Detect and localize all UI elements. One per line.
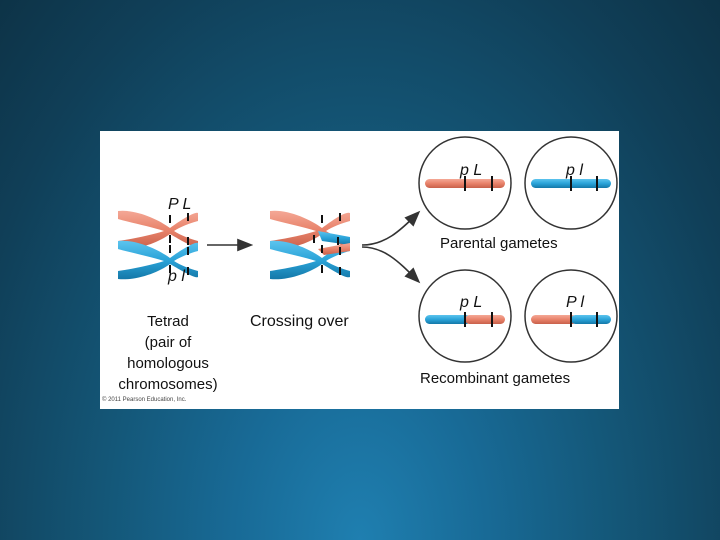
- tetrad-alleles-top: P L: [168, 196, 191, 213]
- parental-gamete-2-alleles: p l: [565, 162, 583, 179]
- recombinant-gamete-2-alleles: P l: [566, 294, 585, 311]
- crossing-over-label: Crossing over: [250, 313, 349, 330]
- tetrad-caption: Tetrad (pair of homologous chromosomes): [100, 311, 236, 395]
- red-chromatid-pair: [118, 210, 198, 250]
- tetrad-caption-line-3: homologous: [127, 355, 209, 372]
- tetrad-alleles-bottom: p l: [167, 268, 185, 285]
- tetrad-caption-line-4: chromosomes): [118, 376, 218, 393]
- arrow-to-recombinant: [361, 246, 421, 284]
- crossing-over-diagram: P L p l Crossing over: [118, 136, 618, 387]
- tetrad-gene-bands: [169, 213, 189, 275]
- blue-chromatid-pair: [118, 240, 198, 280]
- parental-gamete-1: p L: [418, 136, 512, 230]
- recombinant-gamete-1-alleles: p L: [459, 294, 482, 311]
- tetrad-caption-line-1: Tetrad: [147, 313, 189, 330]
- tetrad-caption-line-2: (pair of: [144, 334, 192, 351]
- parental-gamete-1-alleles: p L: [459, 162, 482, 179]
- parental-gametes-label: Parental gametes: [440, 235, 558, 252]
- copyright-credit: © 2011 Pearson Education, Inc.: [102, 397, 187, 403]
- recombinant-gametes-label: Recombinant gametes: [420, 370, 570, 387]
- diagram-panel: P L p l Crossing over: [100, 131, 619, 409]
- parental-gamete-2: p l: [524, 136, 618, 230]
- tetrad-figure: P L p l: [118, 196, 198, 285]
- arrow-to-parental: [361, 210, 421, 246]
- crossing-over-figure: [270, 210, 350, 280]
- recombinant-gamete-1: p L: [418, 269, 512, 363]
- recombinant-gamete-2: P l: [524, 269, 618, 363]
